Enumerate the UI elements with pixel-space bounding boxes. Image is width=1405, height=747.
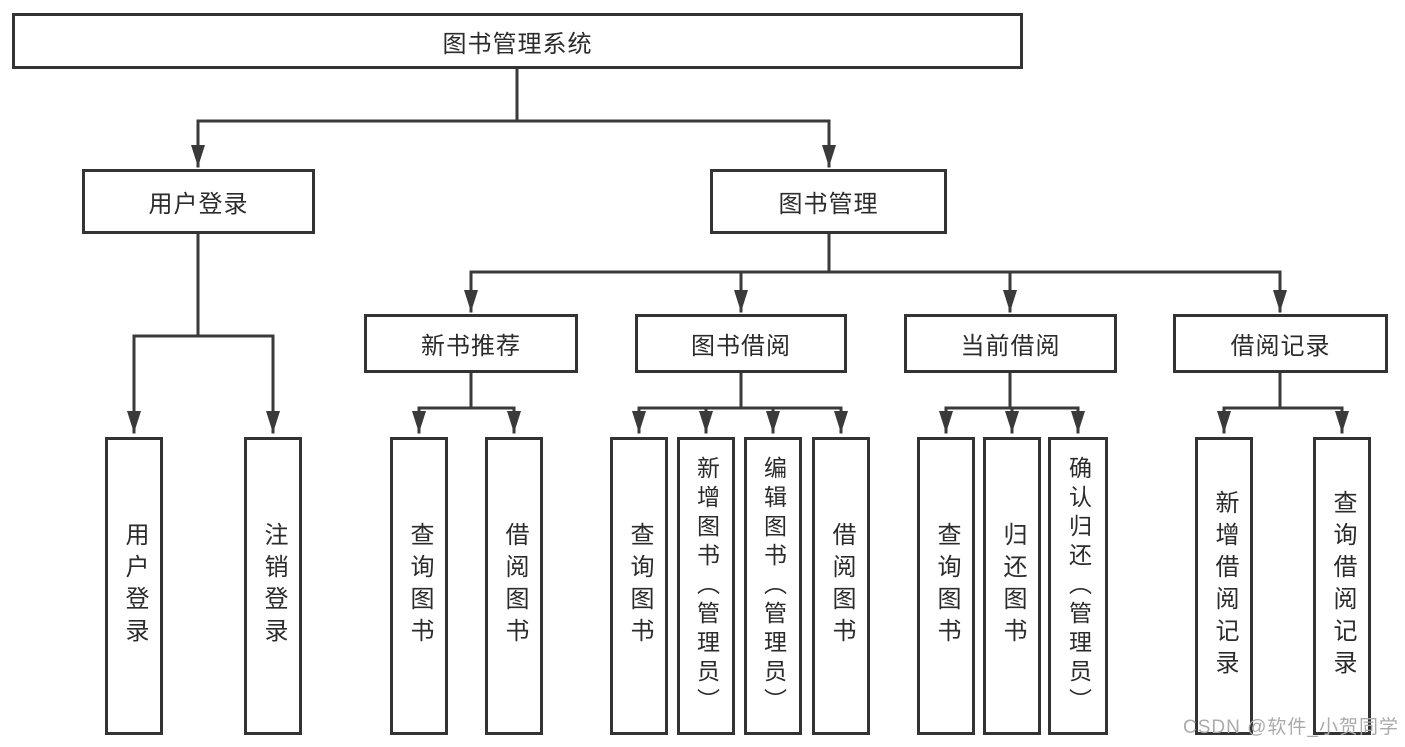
node-label: 图书管理 xyxy=(778,191,879,218)
leaf-label: 编辑图书（管理员） xyxy=(760,455,787,717)
watermark-text: CSDN @软件_小贺同学 xyxy=(1183,717,1399,738)
leaf-query-books-recommendation: 查询图书 xyxy=(390,437,448,735)
leaf-label: 查询借阅记录 xyxy=(1329,490,1356,682)
node-label: 用户登录 xyxy=(148,191,249,218)
leaf-edit-books-admin: 编辑图书（管理员） xyxy=(744,437,802,735)
edges-root-to-level1 xyxy=(191,67,836,168)
node-label: 图书管理系统 xyxy=(442,30,593,58)
leaf-user-login: 用户登录 xyxy=(105,437,163,735)
leaf-add-borrow-record: 新增借阅记录 xyxy=(1195,437,1253,735)
edges-user-login-to-leaves xyxy=(127,232,280,434)
edges-recommendation-to-leaves xyxy=(412,371,521,434)
leaf-label: 确认归还（管理员） xyxy=(1065,455,1092,717)
leaf-query-books-borrowing: 查询图书 xyxy=(610,437,668,735)
node-label: 图书借阅 xyxy=(691,333,791,360)
leaf-confirm-return-admin: 确认归还（管理员） xyxy=(1048,437,1108,735)
leaf-query-borrow-record: 查询借阅记录 xyxy=(1313,437,1371,735)
leaf-label: 新增借阅记录 xyxy=(1211,490,1238,682)
node-current-borrowing: 当前借阅 xyxy=(904,314,1117,373)
node-new-book-recommendation: 新书推荐 xyxy=(364,314,578,373)
edges-book-management-to-level2 xyxy=(464,232,1287,313)
node-label: 新书推荐 xyxy=(421,333,521,360)
leaf-borrow-books-recommendation: 借阅图书 xyxy=(485,437,543,735)
leaf-label: 归还图书 xyxy=(999,522,1026,650)
leaf-label: 借阅图书 xyxy=(501,522,528,650)
node-book-borrowing: 图书借阅 xyxy=(635,314,847,373)
node-label: 当前借阅 xyxy=(960,333,1061,360)
leaf-return-books: 归还图书 xyxy=(983,437,1041,735)
edges-records-to-leaves xyxy=(1217,371,1349,434)
leaf-add-books-admin: 新增图书（管理员） xyxy=(677,437,735,735)
leaf-label: 借阅图书 xyxy=(828,522,855,650)
leaf-query-books-current: 查询图书 xyxy=(917,437,975,735)
node-label: 借阅记录 xyxy=(1230,333,1331,360)
leaf-logout: 注销登录 xyxy=(244,437,302,735)
leaf-label: 新增图书（管理员） xyxy=(693,455,720,717)
leaf-label: 查询图书 xyxy=(406,522,433,650)
leaf-label: 用户登录 xyxy=(121,522,148,650)
edges-borrowing-to-leaves xyxy=(632,371,848,434)
node-library-management-system: 图书管理系统 xyxy=(12,13,1023,69)
leaf-label: 注销登录 xyxy=(260,522,287,650)
node-book-management: 图书管理 xyxy=(710,169,947,234)
leaf-label: 查询图书 xyxy=(933,522,960,650)
leaf-borrow-books-borrowing: 借阅图书 xyxy=(812,437,870,735)
edges-current-borrowing-to-leaves xyxy=(939,371,1085,434)
leaf-label: 查询图书 xyxy=(626,522,653,650)
node-borrowing-records: 借阅记录 xyxy=(1173,314,1388,373)
node-user-login: 用户登录 xyxy=(82,169,315,234)
